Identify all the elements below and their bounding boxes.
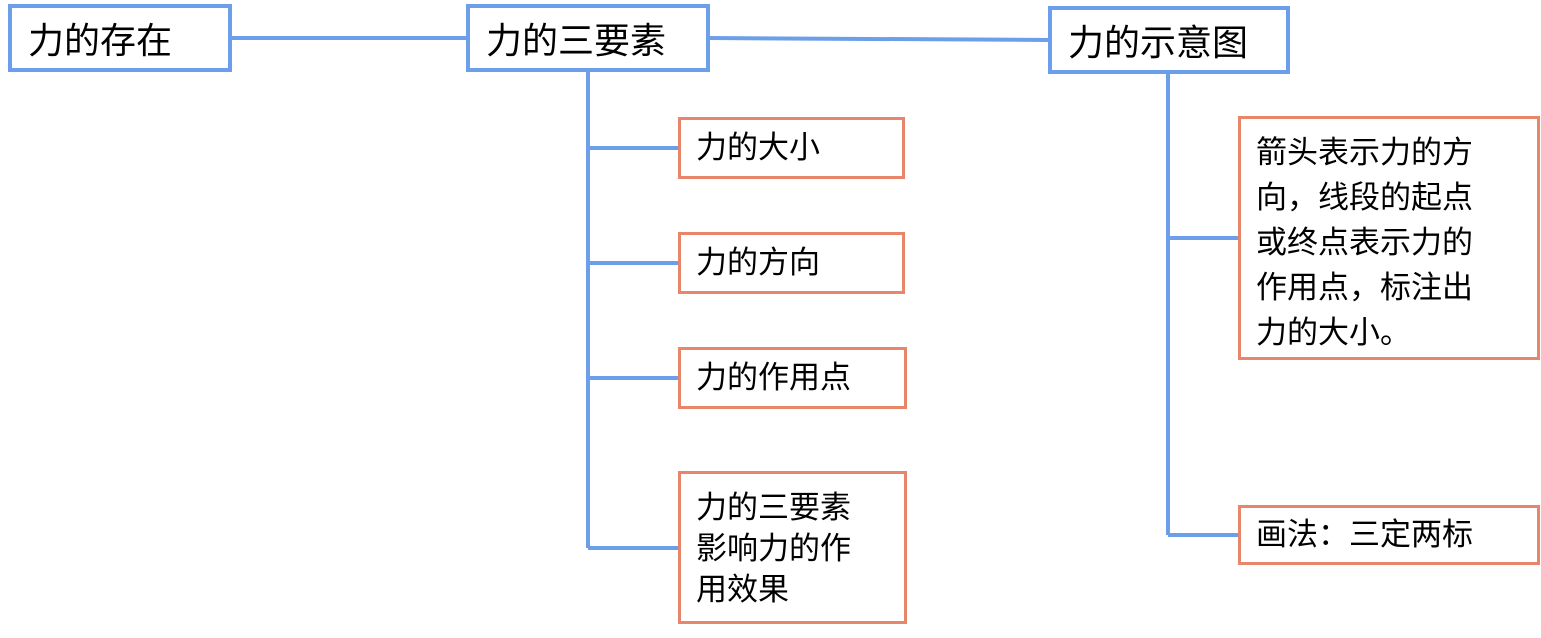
node-diagram-label: 力的示意图 (1068, 23, 1249, 64)
node-magnitude: 力的大小 (678, 117, 905, 179)
node-direction: 力的方向 (678, 232, 905, 294)
node-effect-label: 力的三要素 影响力的作 用效果 (696, 490, 851, 608)
node-direction-label: 力的方向 (696, 244, 820, 281)
node-diagram: 力的示意图 (1048, 6, 1290, 74)
node-effect: 力的三要素 影响力的作 用效果 (678, 471, 907, 624)
node-drawing-method-label: 画法：三定两标 (1256, 516, 1473, 553)
node-arrow-description: 箭头表示力的方 向，线段的起点 或终点表示力的 作用点，标注出 力的大小。 (1238, 116, 1540, 360)
node-three-elements-label: 力的三要素 (486, 21, 667, 62)
node-point-of-application-label: 力的作用点 (696, 359, 851, 396)
node-drawing-method: 画法：三定两标 (1238, 505, 1540, 565)
node-magnitude-label: 力的大小 (696, 129, 820, 166)
node-arrow-description-label: 箭头表示力的方 向，线段的起点 或终点表示力的 作用点，标注出 力的大小。 (1256, 135, 1473, 351)
connector-three-elements-to-diagram (707, 36, 1051, 42)
node-three-elements: 力的三要素 (466, 4, 710, 72)
node-point-of-application: 力的作用点 (678, 347, 907, 409)
node-existence: 力的存在 (8, 4, 232, 72)
node-existence-label: 力的存在 (28, 21, 173, 62)
